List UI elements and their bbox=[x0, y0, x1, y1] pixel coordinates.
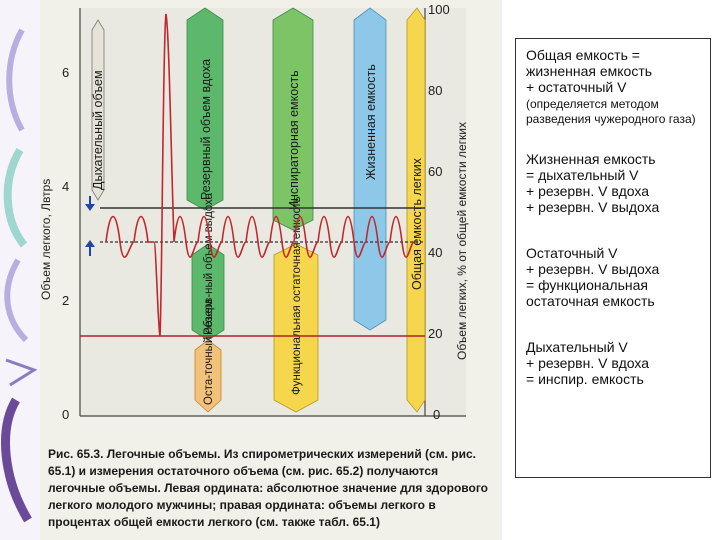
rv-label: Оста-точный объем bbox=[203, 299, 215, 405]
tidal-arrow-up bbox=[85, 240, 95, 256]
left-ticks: 6 4 2 0 bbox=[62, 65, 69, 422]
note-line: = функциональная bbox=[526, 277, 648, 293]
left-axis-label: Объем легкого, Лвтps bbox=[40, 179, 53, 300]
notes-panel: Общая емкость = жизненная емкость + оста… bbox=[515, 38, 711, 478]
note-line: + резервн. V выдоха bbox=[526, 261, 660, 277]
note-line: Остаточный V bbox=[526, 245, 618, 261]
note-line: Дыхательный V bbox=[526, 339, 628, 355]
figure-caption: Рис. 65.3. Легочные объемы. Из спирометр… bbox=[48, 446, 498, 531]
note-tlc: Общая емкость = жизненная емкость + оста… bbox=[526, 47, 700, 127]
rv-bar bbox=[194, 339, 222, 413]
right-tick-40: 40 bbox=[428, 245, 442, 260]
note-line: + резервн. V выдоха bbox=[526, 199, 660, 215]
lung-volumes-figure: 6 4 2 0 100 80 60 40 20 0 Объем легкого,… bbox=[40, 0, 502, 540]
left-tick-0: 0 bbox=[62, 407, 69, 422]
note-line: Жизненная емкость bbox=[526, 151, 656, 167]
tlc-label: Общая емкость легких bbox=[410, 157, 424, 290]
erv-label: Резерв-ный объем выдоха bbox=[203, 192, 215, 335]
right-axis-label: Объем легких, % от общей емкости легких bbox=[455, 122, 469, 360]
tlc-bar bbox=[406, 7, 426, 413]
note-line: + резервн. V вдоха bbox=[526, 355, 650, 371]
caption-number: Рис. 65.3. bbox=[48, 447, 104, 461]
note-line: + резервн. V вдоха bbox=[526, 183, 650, 199]
tidal-arrow-down bbox=[85, 196, 95, 211]
tidal-volume-label: Дыхательный объем bbox=[91, 70, 105, 190]
right-tick-80: 80 bbox=[428, 83, 442, 98]
left-tick-6: 6 bbox=[62, 65, 69, 80]
note-line: остаточная емкость bbox=[526, 293, 655, 309]
right-ticks: 100 80 60 40 20 0 bbox=[428, 2, 450, 422]
irv-label: Резервный объем вдоха bbox=[199, 59, 213, 200]
frc-label: Функциональная остаточная емкость bbox=[291, 196, 303, 395]
frc-bar bbox=[273, 243, 319, 413]
erv-bar bbox=[191, 243, 225, 341]
right-tick-100: 100 bbox=[428, 2, 450, 17]
tidal-volume-bar bbox=[91, 19, 105, 201]
right-tick-20: 20 bbox=[428, 326, 442, 341]
note-line: = инспир. емкость bbox=[526, 371, 644, 387]
note-subtext: (определяется методом разведения чужерод… bbox=[526, 97, 696, 126]
note-frc: Остаточный V + резервн. V выдоха = функц… bbox=[526, 245, 700, 309]
note-line: = дыхательный V bbox=[526, 167, 639, 183]
lung-volumes-diagram: 6 4 2 0 100 80 60 40 20 0 Объем легкого,… bbox=[40, 2, 469, 422]
left-tick-2: 2 bbox=[62, 293, 69, 308]
left-tick-4: 4 bbox=[62, 179, 69, 194]
ic-bar bbox=[272, 7, 314, 231]
note-line: Общая емкость = bbox=[526, 47, 640, 63]
right-tick-60: 60 bbox=[428, 164, 442, 179]
note-line: жизненная емкость bbox=[526, 63, 653, 79]
vc-label: Жизненная емкость bbox=[364, 64, 378, 180]
spirogram-trace bbox=[105, 13, 415, 337]
left-border-ornament bbox=[0, 0, 40, 540]
note-line: + остаточный V bbox=[526, 79, 627, 95]
caption-text: Легочные объемы. Из спирометрических изм… bbox=[48, 447, 488, 529]
note-ic: Дыхательный V + резервн. V вдоха = инспи… bbox=[526, 339, 700, 387]
irv-bar bbox=[186, 7, 224, 211]
ic-label: Инспираторная емкость bbox=[287, 70, 301, 210]
right-tick-0: 0 bbox=[433, 407, 440, 422]
note-vc: Жизненная емкость = дыхательный V + резе… bbox=[526, 151, 700, 215]
